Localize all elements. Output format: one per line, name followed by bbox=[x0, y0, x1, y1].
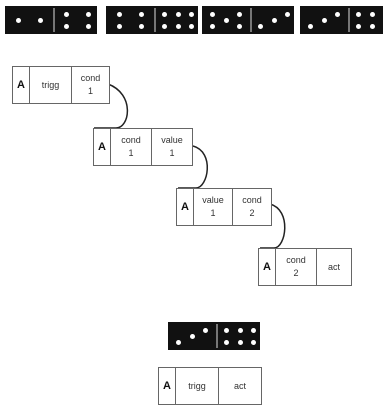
box-3-a-label: A bbox=[181, 200, 189, 213]
domino-3-right-half bbox=[250, 8, 296, 32]
box-4-a-label: A bbox=[263, 260, 271, 273]
connector-2 bbox=[178, 145, 209, 189]
domino-2-left-pip-2 bbox=[138, 11, 144, 17]
domino-4-left-pip-1 bbox=[308, 23, 314, 29]
result-domino-right-pip-3 bbox=[250, 327, 256, 333]
rule-box-3: A value 1 cond 2 bbox=[176, 188, 272, 226]
result-domino-left-pip-1 bbox=[176, 339, 182, 345]
result-domino-right-half bbox=[216, 324, 262, 348]
domino-1-right-pip-3 bbox=[63, 23, 69, 29]
domino-1-left-pip-1 bbox=[15, 17, 21, 23]
box-2-a-label: A bbox=[98, 140, 106, 153]
box-4-cell-2: act bbox=[316, 249, 351, 285]
domino-2-left-pip-3 bbox=[116, 23, 122, 29]
domino-1-right-half bbox=[53, 8, 99, 32]
domino-2-right-pip-5 bbox=[175, 23, 181, 29]
domino-4-left-half bbox=[302, 8, 346, 32]
domino-3-right-pip-3 bbox=[284, 11, 290, 17]
domino-1-right-pip-2 bbox=[85, 11, 91, 17]
result-domino-right-pip-6 bbox=[250, 339, 256, 345]
domino-4-right-pip-4 bbox=[356, 23, 362, 29]
result-domino-right-pip-4 bbox=[224, 339, 230, 345]
result-domino-left-pip-2 bbox=[189, 333, 195, 339]
box-1-a-label: A bbox=[17, 78, 25, 91]
domino-1-right-pip-1 bbox=[63, 11, 69, 17]
domino-4-right-pip-5 bbox=[369, 23, 375, 29]
domino-1 bbox=[5, 6, 97, 34]
rule-box-2: A cond 1 value 1 bbox=[93, 128, 193, 166]
domino-3 bbox=[202, 6, 294, 34]
domino-2-right-pip-3 bbox=[188, 11, 194, 17]
result-domino-right-pip-2 bbox=[237, 327, 243, 333]
box-2-cell-1: cond 1 bbox=[110, 129, 151, 165]
connector-3 bbox=[260, 203, 286, 249]
rule-box-4: A cond 2 act bbox=[258, 248, 352, 286]
domino-2-left-half bbox=[108, 8, 152, 32]
box-3-cell-1: value 1 bbox=[193, 189, 232, 225]
domino-3-left-pip-5 bbox=[236, 23, 242, 29]
box-3-cell-2: cond 2 bbox=[232, 189, 271, 225]
domino-2 bbox=[106, 6, 198, 34]
box-2-cell-2: value 1 bbox=[151, 129, 192, 165]
domino-2-right-pip-1 bbox=[162, 11, 168, 17]
domino-4 bbox=[300, 6, 383, 34]
result-box-a-label: A bbox=[163, 379, 171, 392]
domino-3-left-pip-1 bbox=[210, 11, 216, 17]
domino-3-right-pip-1 bbox=[258, 23, 264, 29]
box-1-cell-2: cond 1 bbox=[71, 67, 109, 103]
domino-1-right-pip-4 bbox=[85, 23, 91, 29]
domino-1-left-pip-2 bbox=[37, 17, 43, 23]
result-box-cell-2: act bbox=[218, 368, 261, 404]
domino-2-right-pip-4 bbox=[162, 23, 168, 29]
result-box-cell-1: trigg bbox=[175, 368, 218, 404]
result-domino-left-half bbox=[170, 324, 214, 348]
domino-4-left-pip-2 bbox=[321, 17, 327, 23]
domino-2-right-half bbox=[154, 8, 200, 32]
domino-3-left-pip-3 bbox=[223, 17, 229, 23]
result-domino-right-pip-5 bbox=[237, 339, 243, 345]
box-4-cell-1: cond 2 bbox=[275, 249, 316, 285]
domino-2-left-pip-4 bbox=[138, 23, 144, 29]
result-box: A trigg act bbox=[158, 367, 262, 405]
domino-1-left-half bbox=[7, 8, 51, 32]
domino-2-right-pip-2 bbox=[175, 11, 181, 17]
domino-3-left-half bbox=[204, 8, 248, 32]
domino-2-right-pip-6 bbox=[188, 23, 194, 29]
domino-4-right-pip-2 bbox=[369, 11, 375, 17]
rule-box-1: A trigg cond 1 bbox=[12, 66, 110, 104]
domino-4-left-pip-3 bbox=[334, 11, 340, 17]
box-1-cell-1: trigg bbox=[29, 67, 71, 103]
domino-3-right-pip-2 bbox=[271, 17, 277, 23]
connector-1 bbox=[94, 83, 129, 129]
result-domino-right-pip-1 bbox=[224, 327, 230, 333]
result-domino-left-pip-3 bbox=[202, 327, 208, 333]
domino-3-left-pip-2 bbox=[236, 11, 242, 17]
domino-4-right-pip-1 bbox=[356, 11, 362, 17]
domino-3-left-pip-4 bbox=[210, 23, 216, 29]
domino-2-left-pip-1 bbox=[116, 11, 122, 17]
result-domino bbox=[168, 322, 260, 350]
